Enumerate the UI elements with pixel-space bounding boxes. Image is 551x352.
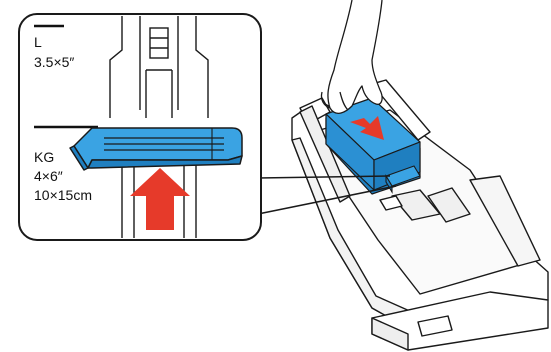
hand-illustration bbox=[321, 0, 382, 113]
size-kg-dimensions-cm: 10×15cm bbox=[34, 187, 92, 203]
size-l-label: L bbox=[34, 34, 42, 50]
size-kg-label: KG bbox=[34, 149, 54, 165]
magnified-callout: L 3.5×5″ KG 4×6″ 10×15cm bbox=[19, 14, 261, 240]
size-l-dimensions: 3.5×5″ bbox=[34, 54, 74, 70]
edge-guide-large bbox=[70, 128, 242, 170]
size-kg-dimensions-in: 4×6″ bbox=[34, 168, 63, 184]
